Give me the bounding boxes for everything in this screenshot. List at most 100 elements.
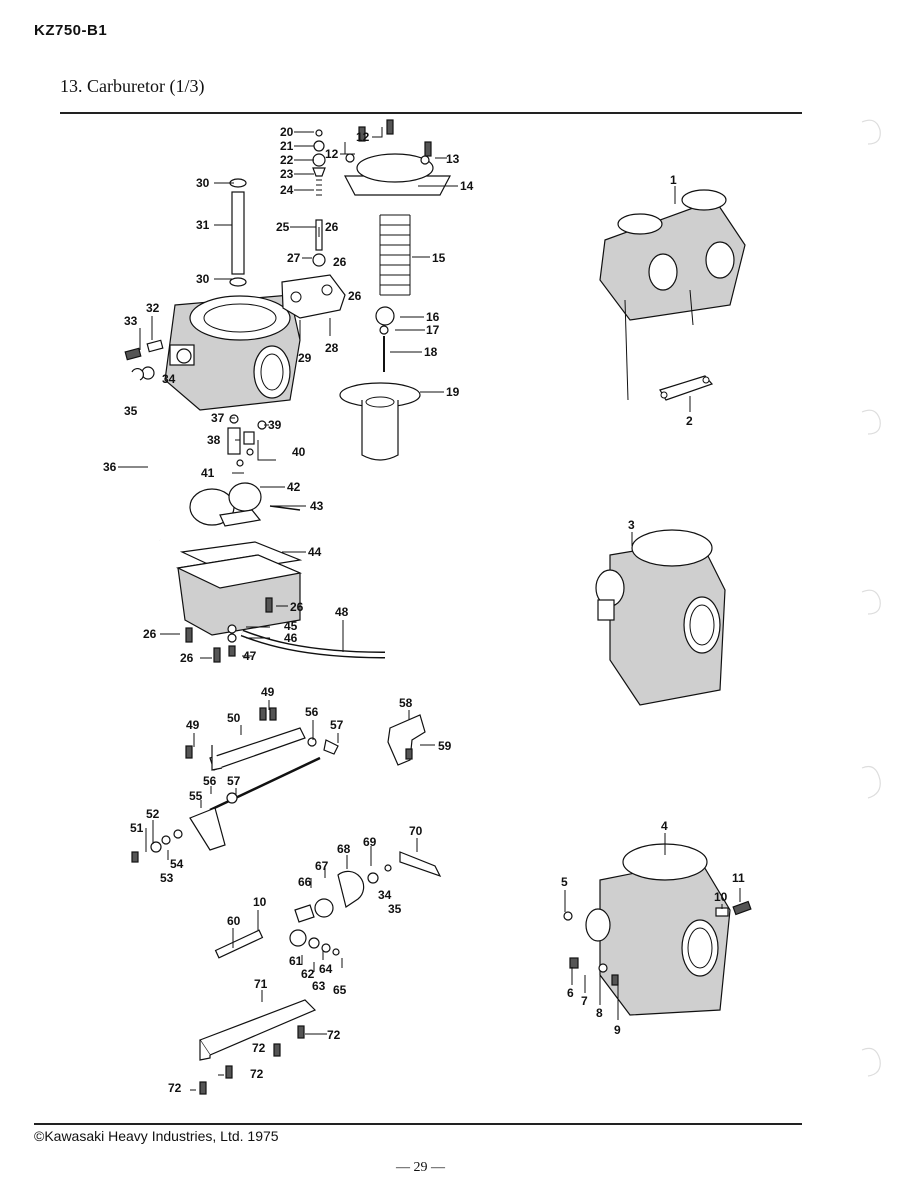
label-33: 33 bbox=[124, 314, 138, 328]
label-56b: 56 bbox=[203, 774, 217, 788]
label-39: 39 bbox=[268, 418, 282, 432]
label-67: 67 bbox=[315, 859, 329, 873]
label-26a: 26 bbox=[325, 220, 339, 234]
label-44: 44 bbox=[308, 545, 322, 559]
label-10-left: 10 bbox=[253, 895, 267, 909]
label-31: 31 bbox=[196, 218, 210, 232]
footer-rule bbox=[34, 1123, 802, 1125]
header-rule bbox=[60, 112, 802, 114]
label-26e: 26 bbox=[143, 627, 157, 641]
label-40: 40 bbox=[292, 445, 306, 459]
needle-jet-parts bbox=[227, 414, 267, 467]
label-18: 18 bbox=[424, 345, 438, 359]
choke-rod bbox=[231, 191, 245, 275]
label-29: 29 bbox=[298, 351, 312, 365]
copyright: ©Kawasaki Heavy Industries, Ltd. 1975 bbox=[34, 1128, 279, 1144]
carburetor-single-left bbox=[595, 529, 726, 706]
throttle-stop-stack bbox=[312, 129, 326, 267]
label-58: 58 bbox=[399, 696, 413, 710]
binder-hole-marks bbox=[861, 119, 881, 1077]
label-35a: 35 bbox=[124, 404, 138, 418]
label-11: 11 bbox=[732, 871, 745, 885]
label-49a: 49 bbox=[261, 685, 275, 699]
screws-pilot bbox=[345, 119, 432, 165]
label-42: 42 bbox=[287, 480, 301, 494]
page-number: — 29 — bbox=[396, 1160, 445, 1175]
label-8: 8 bbox=[596, 1006, 603, 1020]
choke-cam-assembly bbox=[294, 851, 442, 923]
model-code: KZ750-B1 bbox=[34, 22, 108, 39]
label-14: 14 bbox=[460, 179, 474, 193]
label-71: 71 bbox=[254, 977, 268, 991]
label-46: 46 bbox=[284, 631, 298, 645]
float bbox=[189, 482, 262, 527]
label-16: 16 bbox=[426, 310, 440, 324]
label-26c: 26 bbox=[348, 289, 362, 303]
carburetor-body bbox=[164, 294, 301, 411]
label-65: 65 bbox=[333, 983, 347, 997]
label-72a: 72 bbox=[327, 1028, 341, 1042]
carburetor-pair-assembly bbox=[599, 189, 746, 401]
section-title: 13. Carburetor (1/3) bbox=[60, 76, 205, 96]
label-30-top: 30 bbox=[196, 176, 210, 190]
label-52: 52 bbox=[146, 807, 160, 821]
label-13: 13 bbox=[446, 152, 460, 166]
callout-labels: 1 2 3 4 5 6 7 8 9 10 11 10 12 12 13 14 1… bbox=[103, 125, 745, 1095]
label-43: 43 bbox=[310, 499, 324, 513]
label-60: 60 bbox=[227, 914, 241, 928]
label-3: 3 bbox=[628, 518, 635, 532]
label-12a: 12 bbox=[325, 147, 339, 161]
label-28: 28 bbox=[325, 341, 339, 355]
label-34b: 34 bbox=[378, 888, 392, 902]
label-4: 4 bbox=[661, 819, 668, 833]
piston-spring bbox=[379, 214, 411, 296]
label-34a: 34 bbox=[162, 372, 176, 386]
label-62: 62 bbox=[301, 967, 315, 981]
label-54: 54 bbox=[170, 857, 184, 871]
label-51: 51 bbox=[130, 821, 144, 835]
label-7: 7 bbox=[581, 994, 588, 1008]
label-35b: 35 bbox=[388, 902, 402, 916]
label-48: 48 bbox=[335, 605, 349, 619]
needle-spring-seat bbox=[379, 325, 389, 335]
label-20: 20 bbox=[280, 125, 294, 139]
adjust-screws-right bbox=[563, 900, 752, 986]
label-21: 21 bbox=[280, 139, 294, 153]
throttle-link-lever-plate bbox=[209, 727, 306, 771]
label-53: 53 bbox=[160, 871, 174, 885]
label-41: 41 bbox=[201, 466, 215, 480]
lever-hardware bbox=[131, 829, 183, 863]
pilot-screw-parts bbox=[214, 929, 340, 959]
label-5: 5 bbox=[561, 875, 568, 889]
label-37: 37 bbox=[211, 411, 225, 425]
label-15: 15 bbox=[432, 251, 446, 265]
label-57a: 57 bbox=[330, 718, 344, 732]
label-49b: 49 bbox=[186, 718, 200, 732]
label-59: 59 bbox=[438, 739, 452, 753]
label-30-bottom: 30 bbox=[196, 272, 210, 286]
label-50: 50 bbox=[227, 711, 241, 725]
label-55: 55 bbox=[189, 789, 203, 803]
label-70: 70 bbox=[409, 824, 423, 838]
label-64: 64 bbox=[319, 962, 333, 976]
label-57b: 57 bbox=[227, 774, 241, 788]
vacuum-piston-cover bbox=[344, 153, 451, 196]
label-24: 24 bbox=[280, 183, 294, 197]
label-47: 47 bbox=[243, 649, 257, 663]
label-68: 68 bbox=[337, 842, 351, 856]
label-2: 2 bbox=[686, 414, 693, 428]
rod-seal-bottom bbox=[229, 277, 247, 287]
label-26b: 26 bbox=[333, 255, 347, 269]
label-61: 61 bbox=[289, 954, 303, 968]
label-69: 69 bbox=[363, 835, 377, 849]
label-27: 27 bbox=[287, 251, 301, 265]
label-10-right: 10 bbox=[714, 890, 728, 904]
drain-and-hose bbox=[227, 624, 386, 659]
label-17: 17 bbox=[426, 323, 440, 337]
float-pin bbox=[269, 505, 301, 511]
stay-screws bbox=[199, 1025, 305, 1095]
label-38: 38 bbox=[207, 433, 221, 447]
label-36: 36 bbox=[103, 460, 117, 474]
idle-adjust-screw-spring bbox=[124, 339, 164, 361]
label-9: 9 bbox=[614, 1023, 621, 1037]
